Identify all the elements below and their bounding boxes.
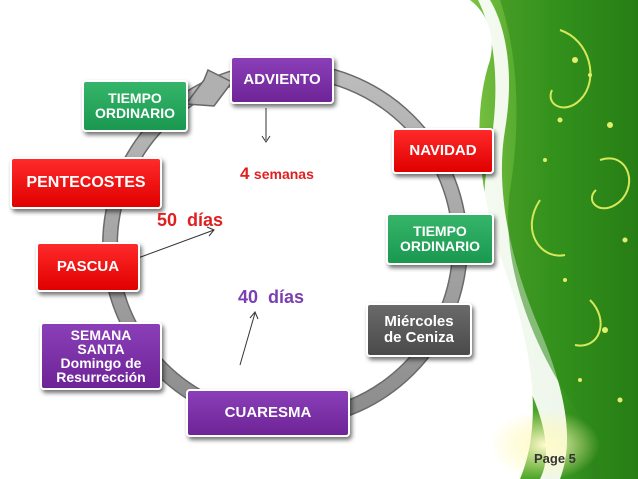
easter-duration: 50 días — [157, 210, 224, 230]
pascua-label: PASCUA — [56, 258, 120, 276]
easter-arrow-line — [137, 229, 215, 259]
tiempo-ordinario-left-line-2: ORDINARIO — [94, 105, 176, 121]
navidad-label: NAVIDAD — [409, 142, 477, 160]
advent-duration-number: 4 — [240, 164, 250, 183]
navidad-box: NAVIDAD — [392, 128, 494, 174]
lent-duration: 40 días — [238, 287, 305, 307]
cuaresma-box: CUARESMA — [186, 389, 350, 437]
pentecostes-label: PENTECOSTES — [26, 173, 146, 191]
adviento-label: ADVIENTO — [243, 71, 321, 89]
pentecostes-box: PENTECOSTES — [10, 157, 162, 209]
ring-arrowhead — [184, 68, 234, 107]
lent-arrow-line — [239, 312, 256, 366]
miercoles-ceniza-line-2: de Ceniza — [383, 329, 455, 346]
green-swoosh-decoration — [470, 0, 638, 479]
pascua-box: PASCUA — [36, 242, 140, 292]
page-number: Page 5 — [534, 451, 576, 466]
duration-arrows — [137, 108, 271, 366]
semana-santa-box: SEMANA SANTA Domingo de Resurrección — [40, 322, 162, 390]
miercoles-ceniza-line-1: Miércoles — [384, 313, 454, 331]
semana-santa-line-2: SANTA — [77, 341, 125, 357]
tiempo-ordinario-right-line-1: TIEMPO — [413, 223, 467, 240]
miercoles-ceniza-box: Miércoles de Ceniza — [366, 303, 472, 357]
semana-santa-line-4: Resurrección — [56, 369, 146, 385]
tiempo-ordinario-left-box: TIEMPO ORDINARIO — [82, 80, 188, 132]
tiempo-ordinario-left-line-1: TIEMPO — [108, 90, 162, 107]
advent-duration: 4 semanas — [240, 164, 314, 184]
advent-duration-unit: semanas — [253, 166, 314, 182]
semana-santa-line-3: Domingo de — [60, 355, 142, 371]
adviento-box: ADVIENTO — [230, 56, 334, 104]
tiempo-ordinario-right-box: TIEMPO ORDINARIO — [386, 213, 494, 265]
cuaresma-label: CUARESMA — [224, 404, 312, 422]
semana-santa-line-1: SEMANA — [70, 327, 132, 343]
tiempo-ordinario-right-line-2: ORDINARIO — [399, 238, 481, 254]
